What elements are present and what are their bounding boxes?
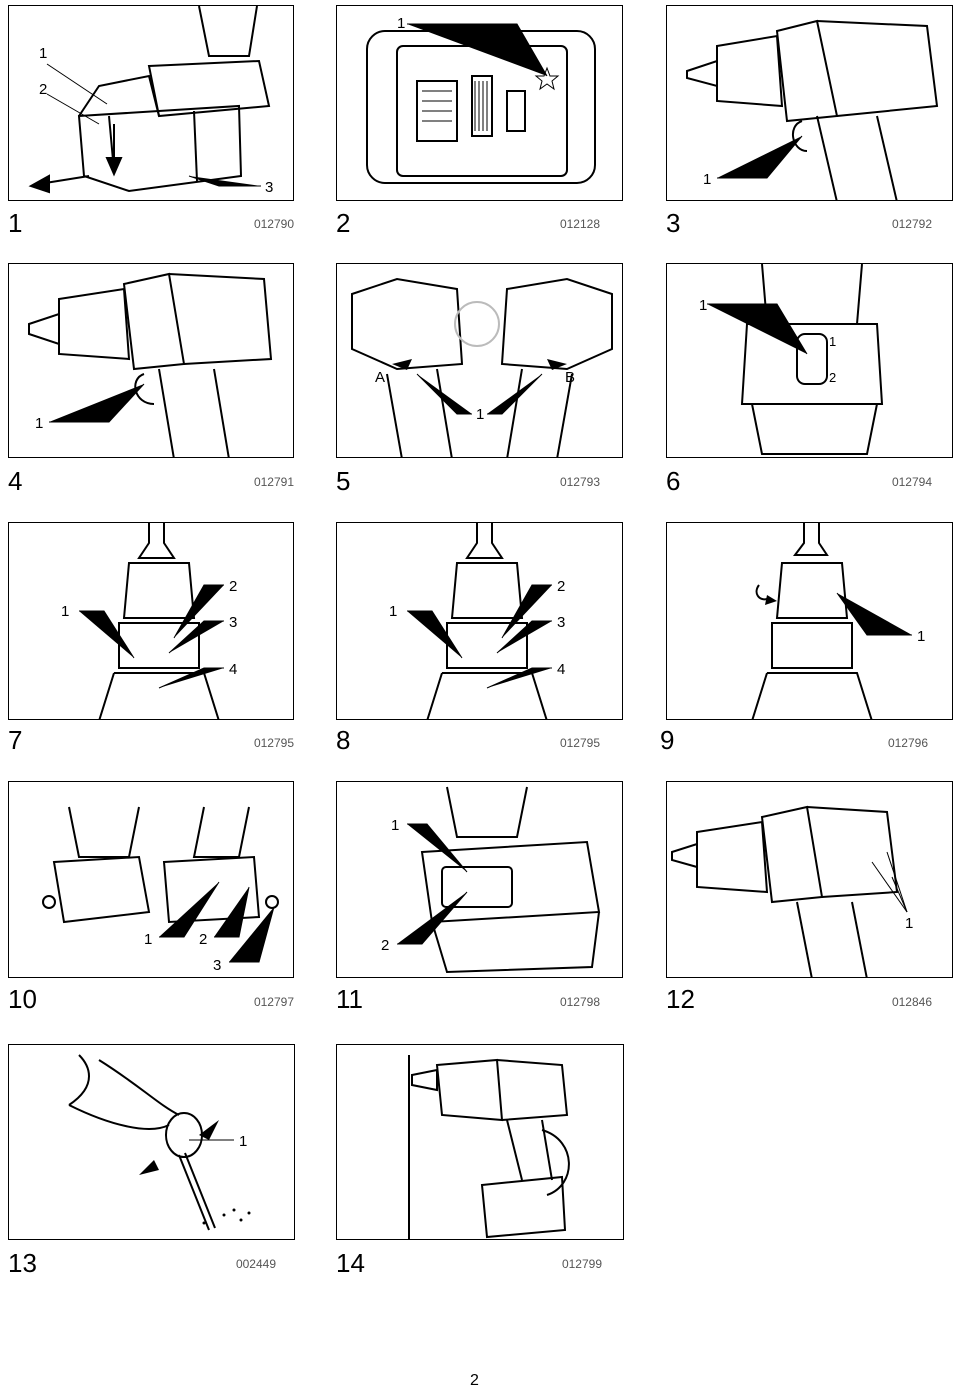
figure-6-code: 012794 bbox=[891, 475, 932, 489]
figure-2-code: 012128 bbox=[559, 217, 600, 231]
figure-2-illustration: 1 bbox=[366, 15, 596, 184]
figure-6-switch-label-2: 2 bbox=[829, 370, 836, 385]
figure-9-number: 9 bbox=[660, 725, 675, 755]
figure-13-illustration: 1 bbox=[68, 1054, 251, 1231]
figure-5-code: 012793 bbox=[559, 475, 600, 489]
figure-10-number: 10 bbox=[8, 984, 37, 1014]
figure-10-callout-3: 3 bbox=[213, 957, 221, 974]
figure-9-code: 012796 bbox=[887, 736, 928, 750]
figure-10-illustration: 1 2 3 bbox=[42, 806, 279, 974]
figure-13-number: 13 bbox=[8, 1248, 37, 1278]
figure-11-number: 11 bbox=[336, 984, 363, 1014]
figure-9-illustration: 1 bbox=[751, 523, 925, 719]
figure-10-callout-2: 2 bbox=[199, 931, 207, 948]
figure-3-frame: 1 bbox=[666, 5, 953, 201]
figure-5-callout-a: A bbox=[375, 369, 385, 386]
figure-5-frame: A B 1 bbox=[336, 263, 623, 458]
figure-12-illustration: 1 bbox=[671, 805, 913, 977]
figure-6-callout-1: 1 bbox=[699, 297, 707, 314]
figure-11-frame: 1 2 bbox=[336, 781, 623, 978]
figure-10-frame: 1 2 3 bbox=[8, 781, 294, 978]
figure-6-number: 6 bbox=[666, 466, 681, 496]
figure-11-code: 012798 bbox=[559, 995, 600, 1009]
page-number: 2 bbox=[470, 1372, 479, 1389]
figure-7-callout-1: 1 bbox=[61, 603, 69, 620]
figure-13-callout-1: 1 bbox=[239, 1133, 247, 1150]
figure-11-illustration: 1 2 bbox=[381, 786, 601, 974]
figure-3-number: 3 bbox=[666, 208, 681, 238]
figure-1-callout-3: 3 bbox=[265, 179, 273, 196]
figure-9-frame: 1 bbox=[666, 522, 953, 720]
figure-2-frame: 1 bbox=[336, 5, 623, 201]
figure-8-illustration: 1 2 3 4 bbox=[389, 523, 565, 719]
figure-1-frame: 1 2 3 bbox=[8, 5, 294, 201]
figure-5-illustration: A B 1 bbox=[351, 277, 613, 457]
figure-10-code: 012797 bbox=[253, 995, 294, 1009]
figure-13-code: 002449 bbox=[235, 1257, 276, 1271]
figure-8-callout-3: 3 bbox=[557, 614, 565, 631]
figure-1-callout-2: 2 bbox=[39, 81, 47, 98]
figure-8-callout-1: 1 bbox=[389, 603, 397, 620]
figure-12-number: 12 bbox=[666, 984, 695, 1014]
figure-7-callout-3: 3 bbox=[229, 614, 237, 631]
figure-6-switch-label-1: 1 bbox=[829, 334, 836, 349]
figure-8-callout-2: 2 bbox=[557, 578, 565, 595]
figure-1-number: 1 bbox=[8, 208, 23, 238]
figure-6-illustration: 1 1 2 bbox=[699, 264, 884, 455]
figure-7-illustration: 1 2 3 4 bbox=[61, 523, 237, 719]
figure-12-callout-1: 1 bbox=[905, 915, 913, 932]
figure-8-callout-4: 4 bbox=[557, 661, 565, 678]
figure-14-frame bbox=[336, 1044, 624, 1240]
figure-4-callout-1: 1 bbox=[35, 415, 43, 432]
figure-4-frame: 1 bbox=[8, 263, 294, 458]
figure-4-number: 4 bbox=[8, 466, 23, 496]
figure-3-callout-1: 1 bbox=[703, 171, 711, 188]
figure-5-callout-b: B bbox=[565, 369, 575, 386]
figure-4-illustration: 1 bbox=[28, 272, 273, 457]
figure-3-illustration: 1 bbox=[686, 19, 939, 200]
figure-9-callout-1: 1 bbox=[917, 628, 925, 645]
figure-6-frame: 1 1 2 bbox=[666, 263, 953, 458]
figure-5-number: 5 bbox=[336, 466, 351, 496]
figure-14-code: 012799 bbox=[561, 1257, 602, 1271]
figure-12-frame: 1 bbox=[666, 781, 953, 978]
figure-7-number: 7 bbox=[8, 725, 23, 755]
figure-12-code: 012846 bbox=[891, 995, 932, 1009]
figure-2-callout-1: 1 bbox=[397, 15, 405, 32]
figure-7-code: 012795 bbox=[253, 736, 294, 750]
figure-14-number: 14 bbox=[336, 1248, 365, 1278]
figure-3-code: 012792 bbox=[891, 217, 932, 231]
figure-1-illustration: 1 2 3 bbox=[28, 6, 273, 196]
figure-5-callout-1: 1 bbox=[476, 406, 484, 423]
figure-10-callout-1: 1 bbox=[144, 931, 152, 948]
figure-7-callout-2: 2 bbox=[229, 578, 237, 595]
figure-13-frame: 1 bbox=[8, 1044, 295, 1240]
figure-1-code: 012790 bbox=[253, 217, 294, 231]
figure-7-frame: 1 2 3 4 bbox=[8, 522, 294, 720]
figure-7-callout-4: 4 bbox=[229, 661, 237, 678]
figure-8-number: 8 bbox=[336, 725, 351, 755]
figure-4-code: 012791 bbox=[253, 475, 294, 489]
figure-14-illustration bbox=[408, 1055, 570, 1239]
figure-8-frame: 1 2 3 4 bbox=[336, 522, 623, 720]
figure-2-number: 2 bbox=[336, 208, 351, 238]
figure-11-callout-2: 2 bbox=[381, 937, 389, 954]
figure-8-code: 012795 bbox=[559, 736, 600, 750]
figure-1-callout-1: 1 bbox=[39, 45, 47, 62]
figure-11-callout-1: 1 bbox=[391, 817, 399, 834]
